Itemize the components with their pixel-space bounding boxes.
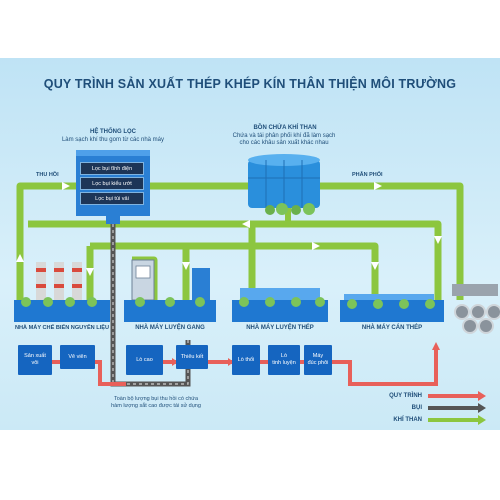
process-box-refining-line2: tinh luyện bbox=[272, 360, 296, 366]
gas-tank-heading: BỒN CHỨA KHÍ THAN bbox=[253, 125, 317, 131]
gas-pipe-middle bbox=[28, 220, 442, 300]
gas-pipe-distribute-line bbox=[320, 182, 464, 300]
arrow-up-1 bbox=[16, 254, 24, 262]
process-box-sintering: Thiêu kết bbox=[176, 345, 208, 369]
filter-bag: Lọc bụi túi vải bbox=[80, 192, 144, 205]
gas-pipe-outer-loop bbox=[16, 182, 80, 300]
dust-note-line1: Toàn bộ lượng bụi thu hồi có chứa bbox=[113, 396, 199, 402]
arrow-down-3 bbox=[182, 262, 190, 270]
process-box-refining-line1: Lò bbox=[280, 353, 288, 359]
steel-plant bbox=[232, 288, 328, 322]
process-box-pelletizing-label: Vê viên bbox=[68, 353, 87, 360]
dust-note-line2: hàm lượng sắt cao được tái sử dụng bbox=[111, 403, 201, 409]
legend-process: QUY TRÌNH bbox=[389, 393, 422, 399]
iron-plant bbox=[124, 259, 216, 322]
flow-label-distribute: PHÂN PHỐI bbox=[352, 172, 383, 178]
legend-coal-gas: KHÍ THAN bbox=[393, 417, 422, 423]
plant-rolling: NHÀ MÁY CÁN THÉP bbox=[361, 325, 423, 331]
process-box-sintering-label: Thiêu kết bbox=[180, 353, 204, 360]
raw-material-plant bbox=[14, 262, 110, 322]
gas-tank-cluster bbox=[248, 154, 320, 215]
plant-iron: NHÀ MÁY LUYỆN GANG bbox=[135, 325, 205, 331]
rolling-plant bbox=[340, 294, 444, 322]
arrow-down-4 bbox=[371, 262, 379, 270]
steel-coils bbox=[452, 284, 500, 334]
dust-note: Toàn bộ lượng bụi thu hồi có chứa hàm lư… bbox=[86, 396, 226, 410]
process-arrows bbox=[172, 342, 440, 366]
filter-electrostatic: Lọc bụi tĩnh điện bbox=[80, 162, 144, 175]
process-box-converter-label: Lò thổi bbox=[237, 356, 255, 363]
filter-wet: Lọc bụi kiểu ướt bbox=[80, 177, 144, 190]
arrow-down-2 bbox=[86, 268, 94, 276]
process-box-converter: Lò thổi bbox=[232, 345, 260, 375]
filter-system-description: Làm sạch khí thu gom từ các nhà máy bbox=[61, 137, 165, 143]
arrow-distribute bbox=[374, 182, 382, 190]
process-box-casting-line1: Máy bbox=[312, 353, 324, 359]
arrow-recover bbox=[62, 182, 70, 190]
process-box-casting-line2: đúc phôi bbox=[307, 360, 329, 366]
gas-flow-arrows bbox=[16, 182, 442, 276]
process-box-lime-line1: Sản xuất bbox=[24, 353, 46, 359]
process-box-lime-line2: vôi bbox=[31, 360, 39, 366]
plant-raw-materials: NHÀ MÁY CHẾ BIẾN NGUYÊN LIỆU bbox=[14, 325, 110, 331]
legend-dust: BỤI bbox=[411, 405, 422, 411]
filter-system-heading: HỆ THỐNG LỌC bbox=[90, 129, 136, 135]
arrow-down-1 bbox=[434, 236, 442, 244]
process-box-blast-furnace-label: Lò cao bbox=[136, 356, 153, 363]
arrow-right-inner bbox=[312, 242, 320, 250]
process-box-pelletizing: Vê viên bbox=[60, 345, 95, 369]
flow-label-recover: THU HỒI bbox=[36, 172, 59, 178]
page-title: QUY TRÌNH SẢN XUẤT THÉP KHÉP KÍN THÂN TH… bbox=[43, 77, 457, 91]
plant-steel: NHÀ MÁY LUYỆN THÉP bbox=[246, 325, 314, 331]
arrow-left-1 bbox=[242, 220, 250, 228]
tank-connector bbox=[285, 205, 291, 225]
process-box-blast-furnace: Lò cao bbox=[126, 345, 163, 375]
gas-tank-description-1: Chứa và tái phân phối khí đã làm sạch bbox=[232, 133, 336, 139]
legend-arrows bbox=[428, 391, 486, 425]
gas-tank-description-2: cho các khâu sản xuất khác nhau bbox=[239, 140, 329, 146]
